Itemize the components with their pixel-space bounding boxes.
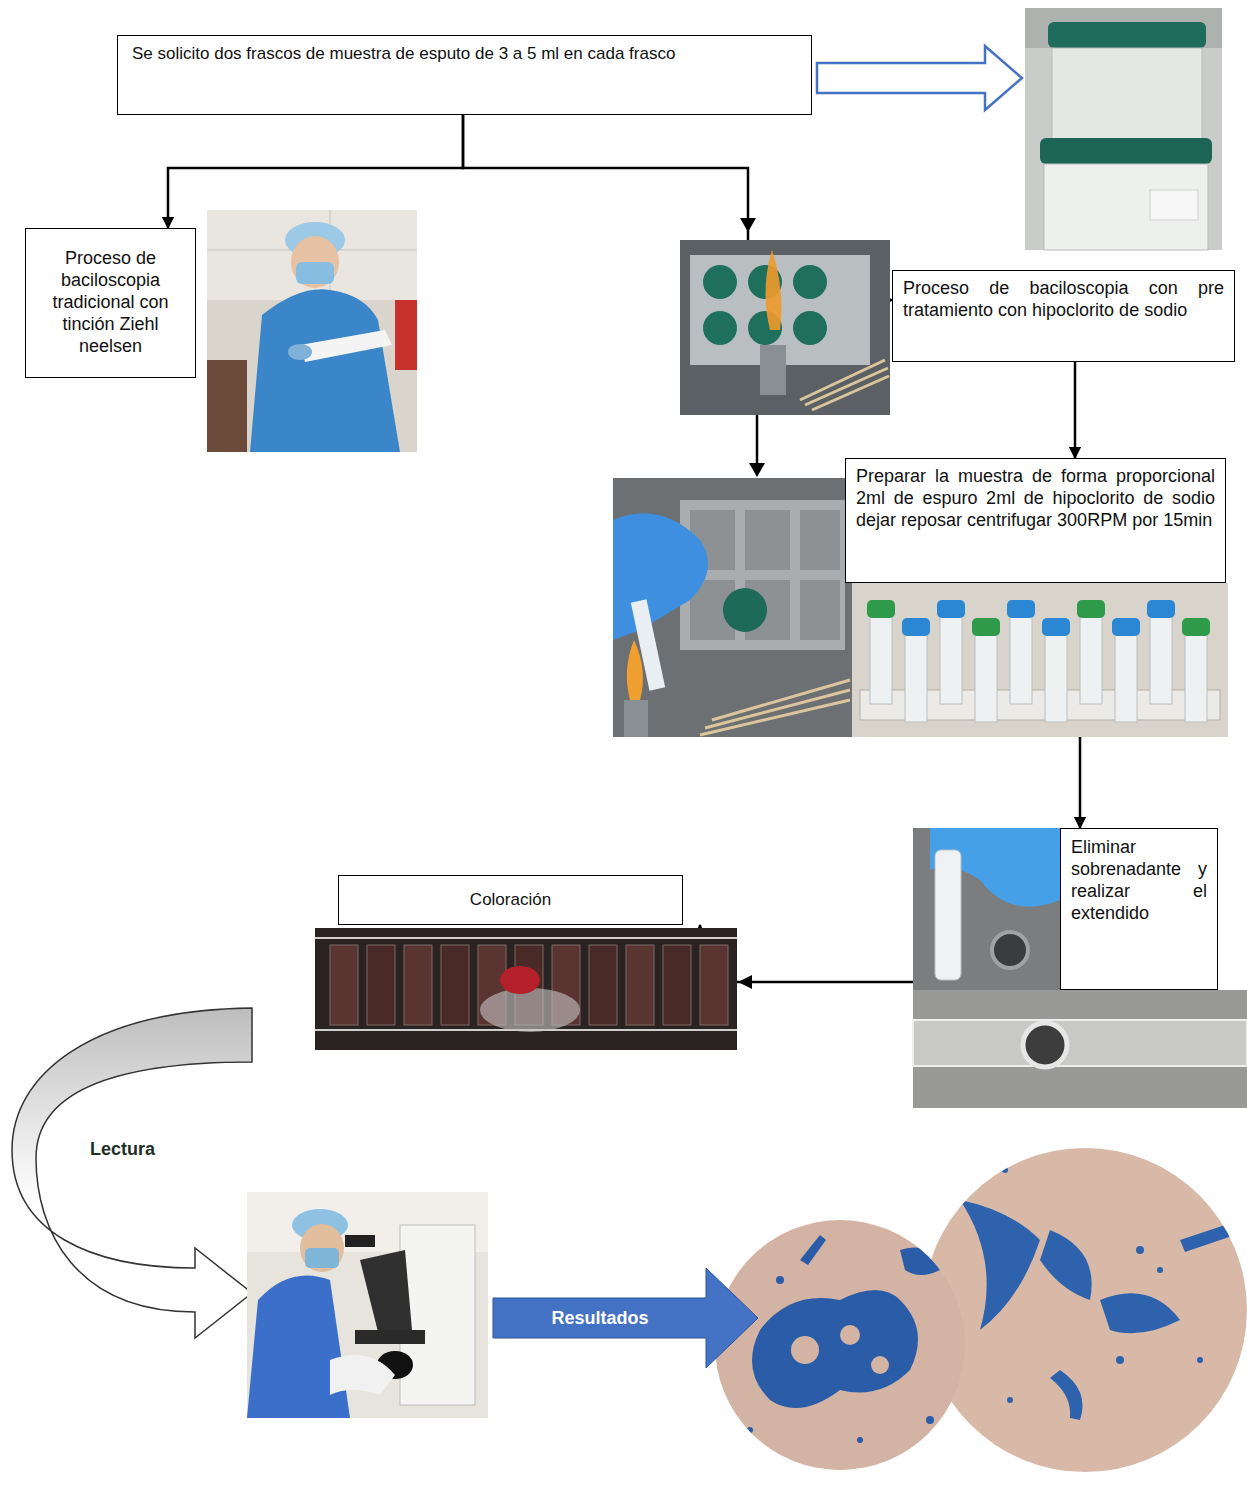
box-text: Eliminar sobrenadante y realizar el exte… xyxy=(1071,837,1207,925)
staining-photo xyxy=(315,928,737,1050)
process-box: Proceso de baciloscopia con pre tratamie… xyxy=(892,270,1235,362)
box-text: Coloración xyxy=(349,890,672,911)
block-arrow xyxy=(493,1268,758,1368)
process-box: Preparar la muestra de forma proporciona… xyxy=(845,458,1226,583)
box-text: Proceso de baciloscopia con pre tratamie… xyxy=(903,278,1224,322)
curved-arrow xyxy=(12,1008,252,1338)
arrowhead xyxy=(738,975,752,989)
arrow-label: Lectura xyxy=(90,1139,155,1160)
tubes-photo xyxy=(852,583,1228,737)
box-text: Proceso de baciloscopia tradicional con … xyxy=(32,248,189,358)
sample-handling-photo xyxy=(613,478,852,737)
process-box: Coloración xyxy=(338,875,683,925)
biosafety-cabinet-photo xyxy=(680,240,890,415)
box-text: Preparar la muestra de forma proporciona… xyxy=(856,466,1215,532)
jars-photo xyxy=(1025,8,1222,250)
box-text: Se solicito dos frascos de muestra de es… xyxy=(132,44,797,65)
process-box: Eliminar sobrenadante y realizar el exte… xyxy=(1060,828,1218,990)
process-box: Proceso de baciloscopia tradicional con … xyxy=(25,228,196,378)
technician-photo xyxy=(207,210,417,452)
photo-arrow xyxy=(749,415,765,477)
hollow-arrow xyxy=(817,46,1022,110)
micrograph-left xyxy=(715,1220,965,1470)
supernatant-photo xyxy=(913,828,1060,990)
micrograph-right xyxy=(923,1148,1247,1472)
arrowhead xyxy=(740,218,756,232)
smear-slide-photo xyxy=(913,990,1247,1108)
process-box: Se solicito dos frascos de muestra de es… xyxy=(117,35,812,115)
flow-arrow xyxy=(1074,362,1077,458)
arrow-label: Resultados xyxy=(551,1308,648,1329)
microscopy-photo xyxy=(247,1192,488,1418)
